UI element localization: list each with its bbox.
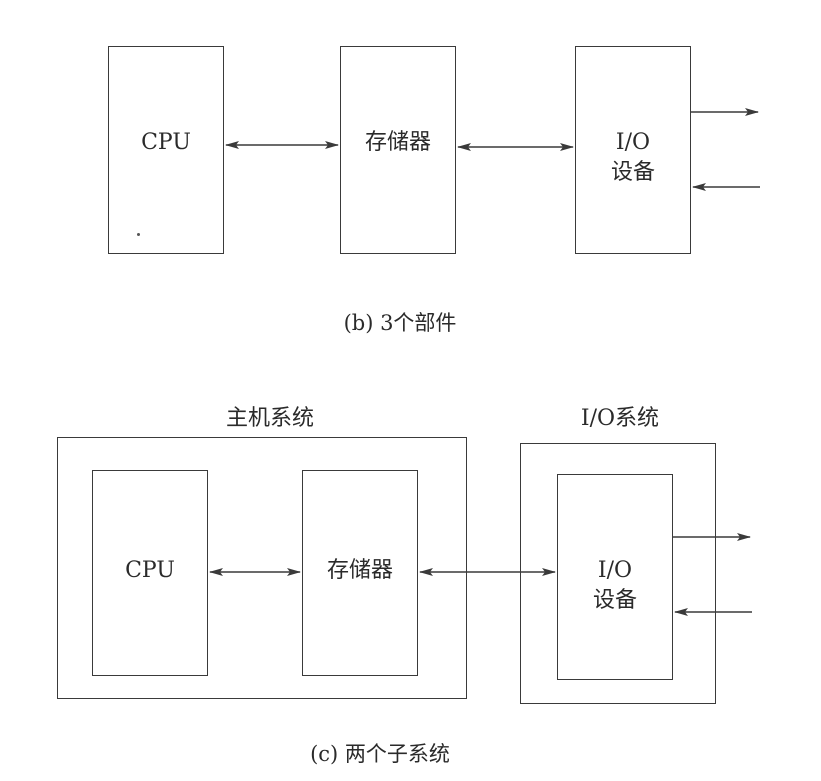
c-cpu-label: CPU: [125, 558, 175, 583]
c-io-label-line2: 设备: [592, 588, 637, 613]
b-io-device-box: [575, 46, 691, 254]
c-memory-box: [302, 470, 418, 676]
b-cpu-box: [108, 46, 224, 254]
b-io-label-line1: I/O: [615, 130, 651, 155]
c-caption: (c) 两个子系统: [310, 742, 450, 766]
c-host-system-title: 主机系统: [225, 406, 314, 431]
c-memory-label: 存储器: [326, 558, 393, 583]
b-cpu-label: CPU: [141, 130, 191, 155]
c-io-system-title: I/O系统: [580, 406, 660, 431]
b-memory-box: [340, 46, 456, 254]
b-io-label-line2: 设备: [610, 160, 655, 185]
b-memory-label: 存储器: [364, 130, 431, 155]
b-cpu-dot: [137, 233, 140, 236]
c-cpu-box: [92, 470, 208, 676]
c-io-device-box: [557, 474, 673, 680]
b-caption: (b) 3个部件: [343, 311, 457, 335]
c-io-label-line1: I/O: [597, 558, 633, 583]
